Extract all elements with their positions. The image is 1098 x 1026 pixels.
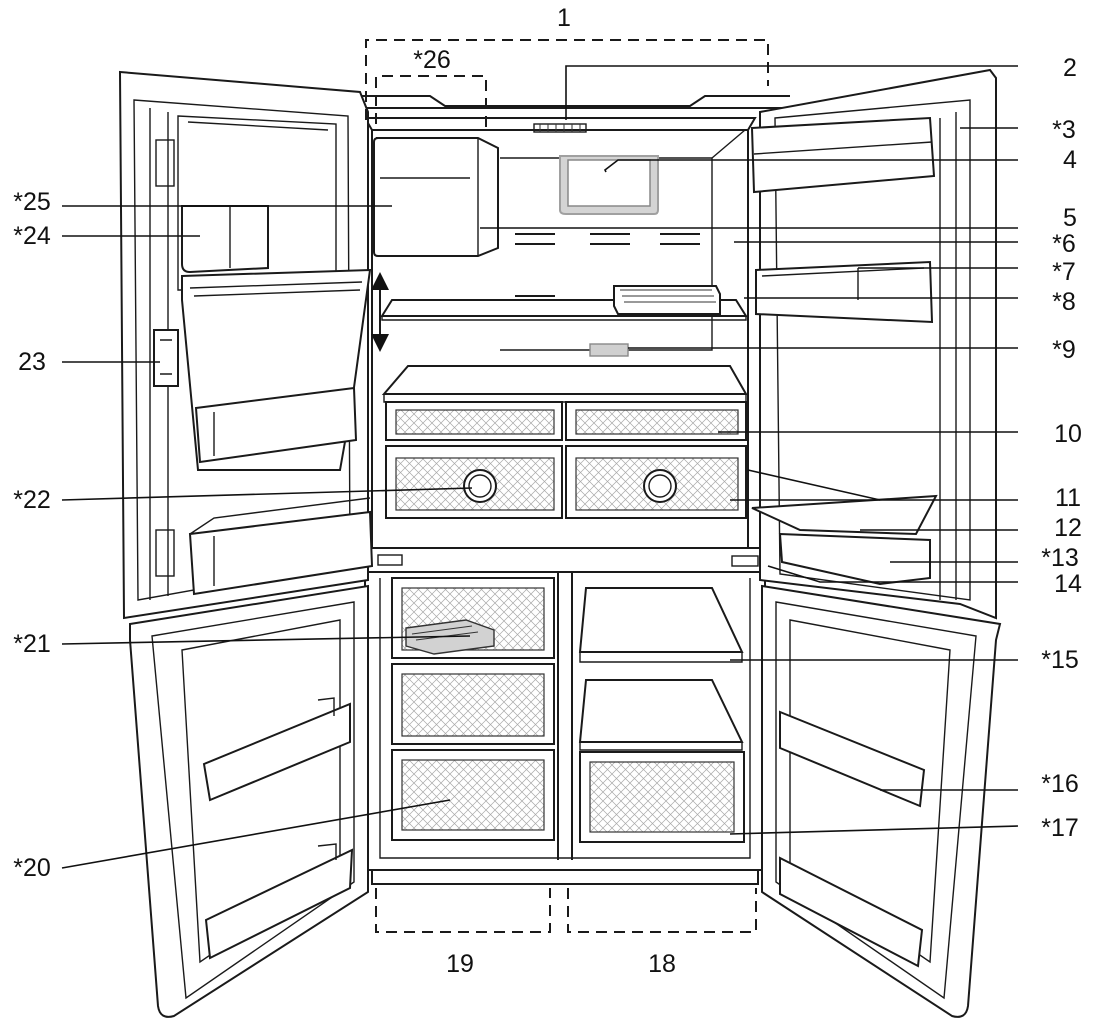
callout-22: *22 — [13, 486, 51, 514]
callout-20: *20 — [13, 854, 51, 882]
callout-8: *8 — [1052, 288, 1076, 316]
callout-16: *16 — [1041, 770, 1079, 798]
freezer-left-drawers — [391, 577, 555, 841]
callout-25: *25 — [13, 188, 51, 216]
callout-14: 14 — [1054, 570, 1082, 598]
callout-18: 18 — [648, 950, 676, 978]
left-freezer-door — [129, 584, 369, 1018]
callout-labels: 1 *26 2 *3 4 5 *6 *7 *8 *9 10 11 12 *13 … — [13, 4, 1082, 978]
callout-24: *24 — [13, 222, 51, 250]
crisper-cover — [381, 365, 748, 403]
callout-1: 1 — [557, 4, 571, 32]
callout-4: 4 — [1063, 146, 1077, 174]
leader-lines — [61, 65, 1019, 869]
callout-13: *13 — [1041, 544, 1079, 572]
right-freezer-door — [761, 584, 1002, 1018]
callout-12: 12 — [1054, 514, 1082, 542]
freezer-right-shelves — [578, 587, 745, 843]
callout-26: *26 — [413, 46, 451, 74]
dashed-zones — [365, 39, 769, 933]
right-fridge-door — [750, 68, 997, 620]
shelf-rails — [515, 233, 700, 297]
upper-drawers — [385, 401, 747, 441]
temp-sensor — [589, 343, 629, 357]
callout-19: 19 — [446, 950, 474, 978]
callout-2: 2 — [1063, 54, 1077, 82]
callout-11: 11 — [1055, 484, 1081, 512]
ice-maker — [373, 137, 499, 257]
lower-drawers — [385, 445, 747, 519]
callout-3: *3 — [1052, 116, 1076, 144]
callout-21: *21 — [13, 630, 51, 658]
fridge-shelf — [380, 285, 748, 321]
callout-23: 23 — [18, 348, 46, 376]
callout-9: *9 — [1052, 336, 1076, 364]
callout-10: 10 — [1054, 420, 1082, 448]
callout-6: *6 — [1052, 230, 1076, 258]
water-filter-housing — [559, 155, 659, 215]
led-light — [533, 123, 587, 133]
adjust-arrow — [371, 272, 389, 352]
callout-17: *17 — [1041, 814, 1079, 842]
callout-7: *7 — [1052, 258, 1076, 286]
left-fridge-door — [118, 70, 374, 620]
callout-15: *15 — [1041, 646, 1079, 674]
callout-5: 5 — [1063, 204, 1077, 232]
